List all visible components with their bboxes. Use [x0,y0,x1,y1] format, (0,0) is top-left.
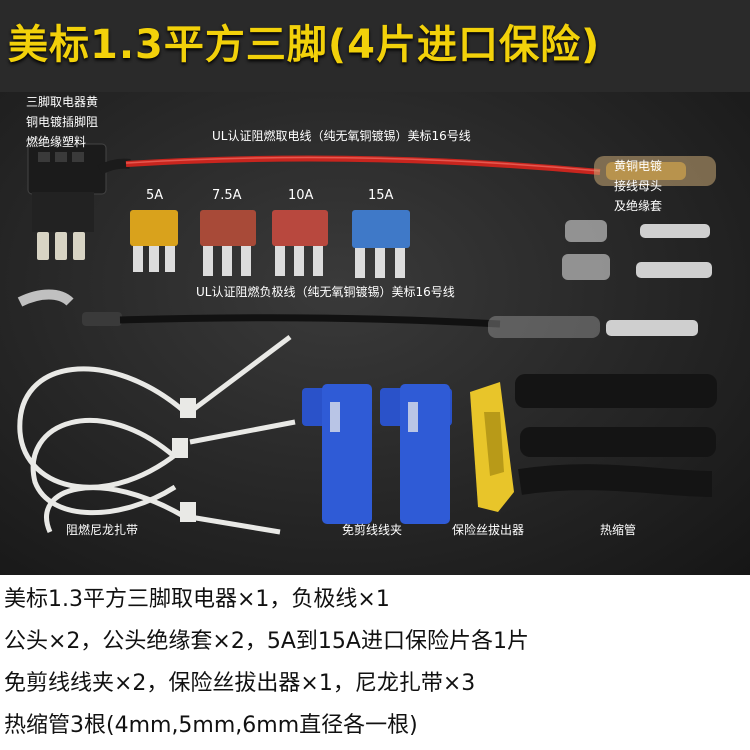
package-contents: 美标1.3平方三脚取电器×1，负极线×1 公头×2，公头绝缘套×2，5A到15A… [0,575,750,750]
label-line: 及绝缘套 [614,199,663,213]
terminal-label: 黄铜电镀 接线母头 及绝缘套 [614,156,662,216]
fuse-rating-10a: 10A [288,188,314,203]
contents-line: 热缩管3根(4mm,5mm,6mm直径各一根) [4,713,418,738]
cable-ties-label: 阻燃尼龙扎带 [66,523,139,537]
contents-line: 公头×2，公头绝缘套×2，5A到15A进口保险片各1片 [4,629,529,654]
fuse-tap-holder [27,143,131,260]
label-line: 黄铜电镀 [614,159,663,173]
cable-tie-head [180,502,196,522]
cable-tie-head [180,398,196,418]
cable-tie-head [172,438,188,458]
black-wire-label: UL认证阻燃负极线（纯无氧铜镀锡）美标16号线 [196,285,455,299]
contents-line: 美标1.3平方三脚取电器×1，负极线×1 [4,587,390,612]
product-photo-drawing [17,143,717,535]
fuse-puller [470,382,514,512]
wire-clip [302,384,372,524]
product-photo: 三脚取电器黄 铜电镀插脚阻 燃绝缘塑料 UL认证阻燃取电线（纯无氧铜镀锡）美标1… [0,92,750,575]
title-banner: 美标1.3平方三脚(4片进口保险) [0,0,750,92]
fuse-10a [272,210,328,276]
terminal-parts [562,220,712,280]
red-wire-label: UL认证阻燃取电线（纯无氧铜镀锡）美标16号线 [212,129,471,143]
cable-ties [17,335,296,535]
fuse-rating-7-5a: 7.5A [212,188,242,203]
fuse-15a [352,210,410,278]
wire-clip [380,384,452,524]
fuse-tap-holder-label: 三脚取电器黄 铜电镀插脚阻 燃绝缘塑料 [26,92,98,152]
label-line: 三脚取电器黄 [26,95,99,109]
fuse-rating-15a: 15A [368,188,394,203]
product-title: 美标1.3平方三脚(4片进口保险) [8,22,601,68]
wire-clips-label: 免剪线线夹 [342,523,403,537]
label-line: 燃绝缘塑料 [26,135,87,149]
heat-shrink-tubes [515,374,717,497]
heat-shrink-label: 热缩管 [600,523,637,537]
fuse-rating-5a: 5A [146,188,164,203]
label-line: 铜电镀插脚阻 [26,115,99,129]
fuse-5a [130,210,178,272]
contents-line: 免剪线线夹×2，保险丝拔出器×1，尼龙扎带×3 [4,671,476,696]
label-line: 接线母头 [614,179,663,193]
red-power-wire [125,155,716,186]
fuse-puller-label: 保险丝拔出器 [452,523,525,537]
fuse-7-5a [200,210,256,276]
black-negative-wire [17,289,698,338]
